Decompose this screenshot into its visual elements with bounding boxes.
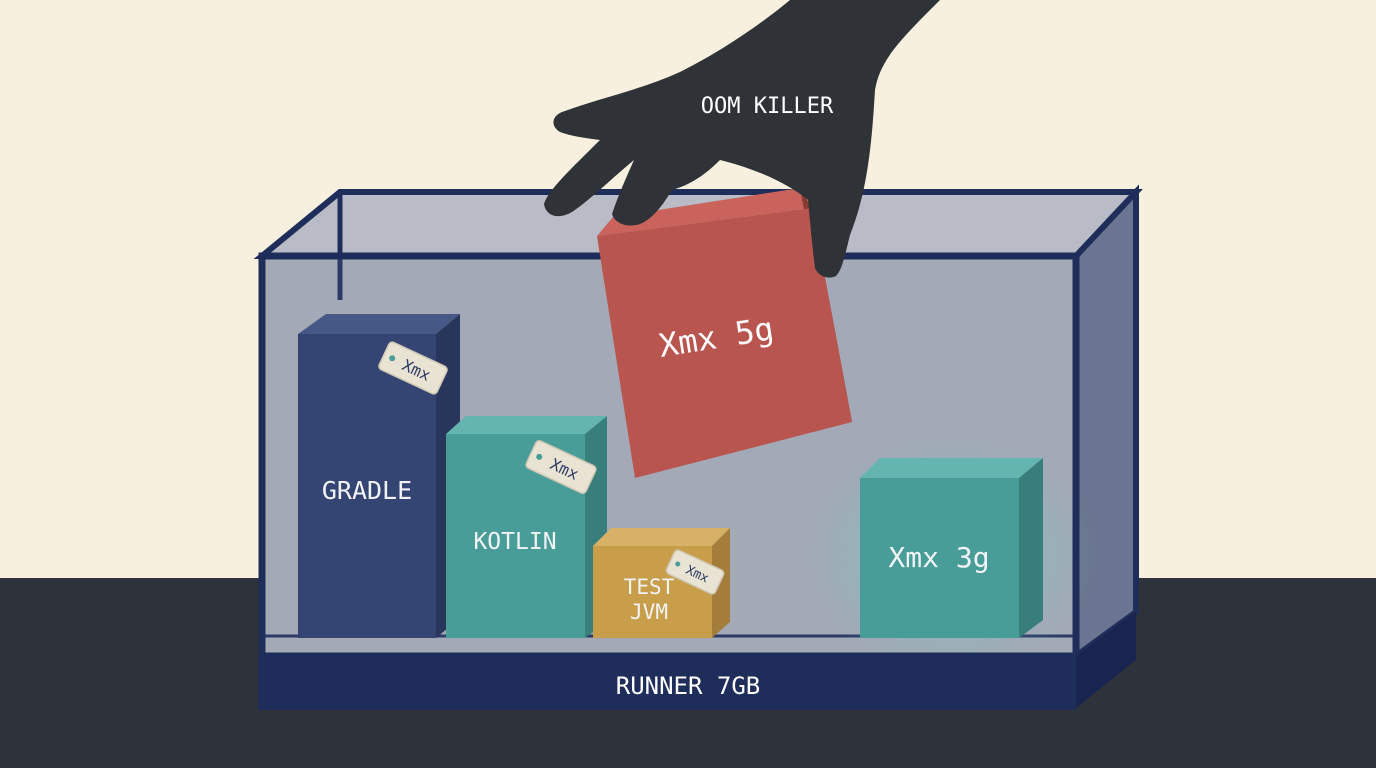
- hand-silhouette-icon: [544, 0, 940, 278]
- xmx-3g-label: Xmx 3g: [888, 541, 989, 574]
- gradle-label: GRADLE: [322, 476, 412, 505]
- gradle-xmx-tag: Xmx: [378, 341, 448, 395]
- gradle-block: GRADLE Xmx: [298, 314, 460, 638]
- kotlin-label: KOTLIN: [473, 529, 556, 555]
- test-jvm-label-line1: TEST: [624, 575, 675, 599]
- kotlin-xmx-tag: Xmx: [525, 440, 597, 494]
- oom-killer-label: OOM KILLER: [701, 94, 834, 119]
- test-jvm-block: TEST JVM Xmx: [593, 528, 730, 638]
- runner-label: RUNNER 7GB: [616, 672, 761, 700]
- oom-killer-hand: OOM KILLER: [544, 0, 940, 278]
- tag-hole-icon: [389, 355, 396, 362]
- kotlin-block: KOTLIN Xmx: [446, 416, 607, 638]
- xmx-3g-block: Xmx 3g: [800, 430, 1100, 680]
- test-jvm-xmx-tag: Xmx: [665, 549, 725, 595]
- test-jvm-label-line2: JVM: [630, 600, 668, 624]
- tag-hole-icon: [536, 453, 543, 460]
- tag-hole-icon: [675, 561, 681, 567]
